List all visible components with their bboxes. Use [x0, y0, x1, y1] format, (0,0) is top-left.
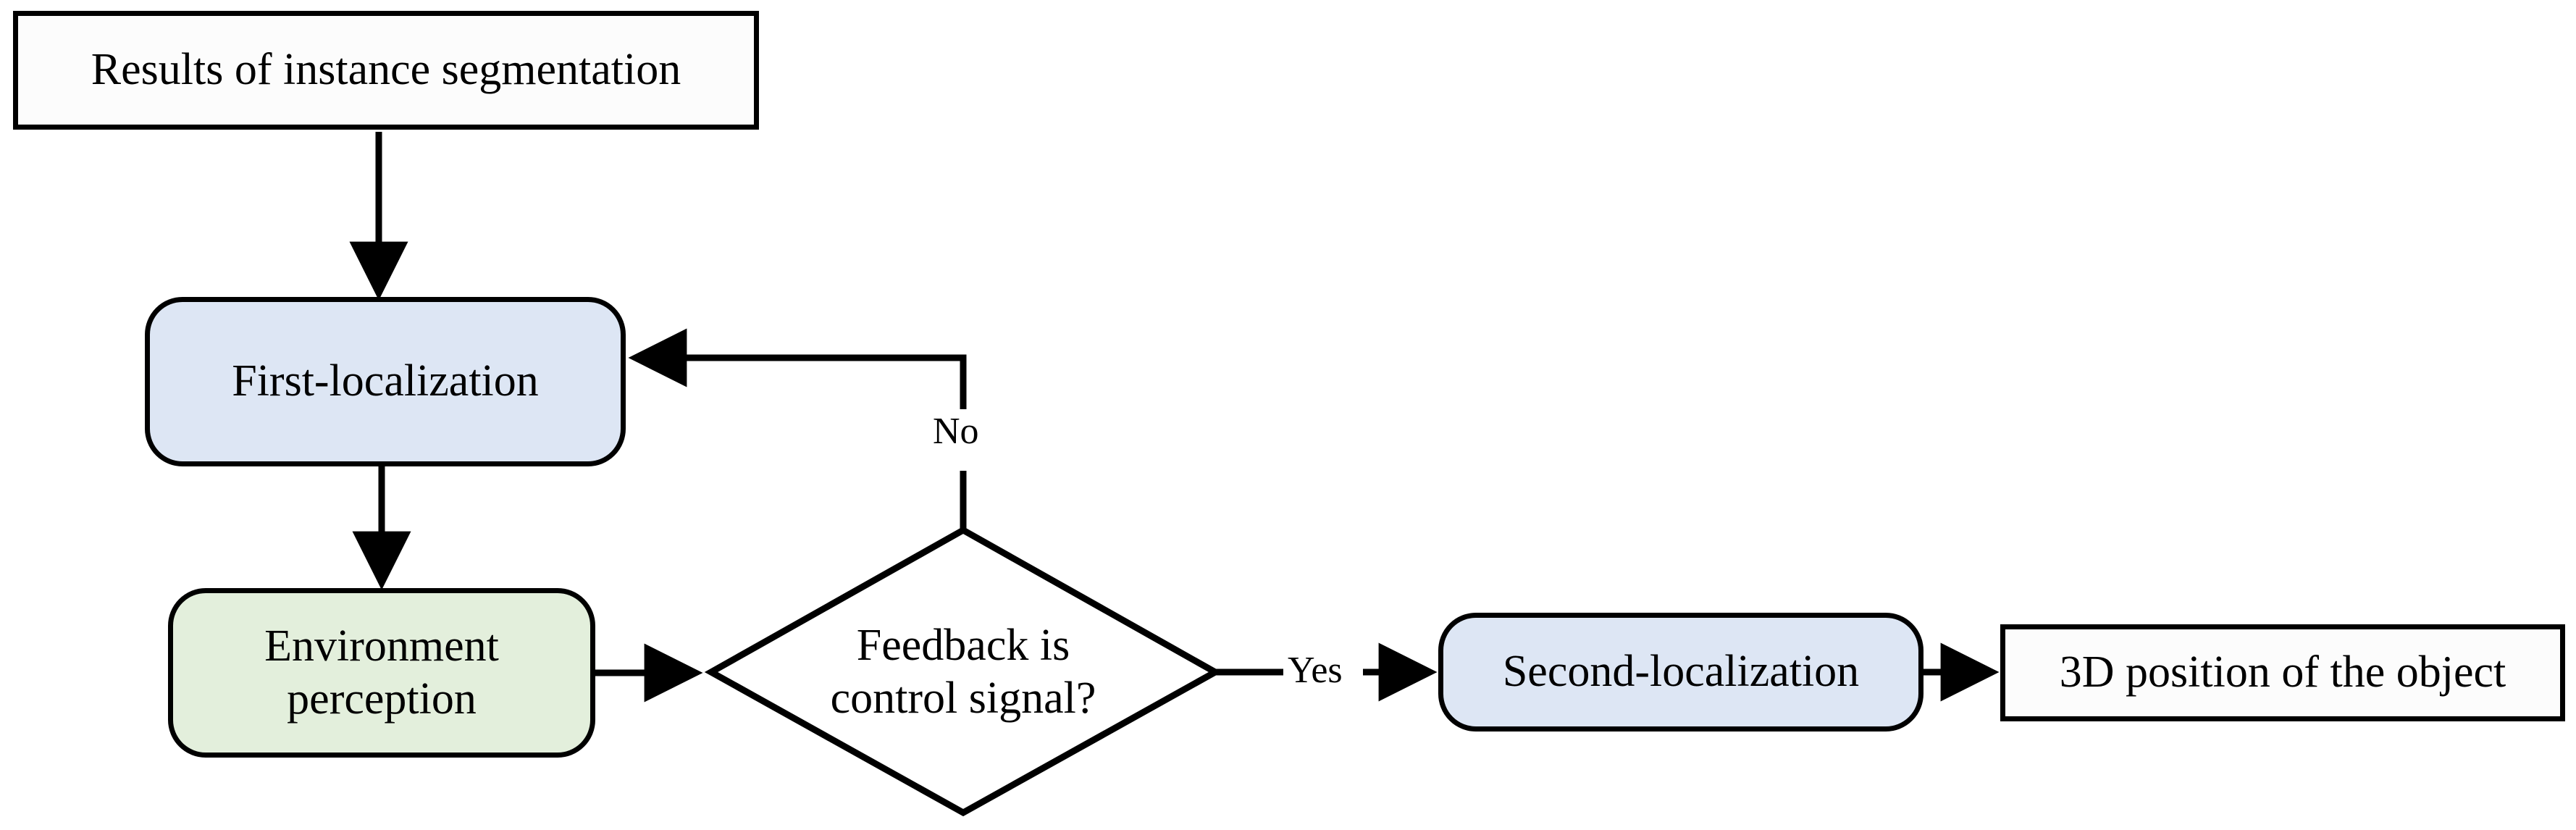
node-second-localization-label: Second-localization — [1502, 647, 1860, 697]
node-first-localization[interactable]: First-localization — [145, 297, 626, 466]
node-3d-position-of-the-object[interactable]: 3D position of the object — [2000, 624, 2565, 721]
node-environment-perception-label: Environment perception — [264, 621, 499, 724]
node-decision-label: Feedback is control signal? — [830, 620, 1096, 723]
node-results-label: Results of instance segmentation — [91, 45, 681, 95]
edge-decision-no-elbow — [628, 328, 967, 409]
node-environment-perception[interactable]: Environment perception — [168, 588, 595, 758]
edge-label-yes: Yes — [1283, 652, 1347, 689]
node-first-localization-label: First-localization — [232, 356, 539, 406]
decision-diamond-shape — [704, 526, 1222, 817]
node-second-localization[interactable]: Second-localization — [1438, 613, 1923, 732]
node-results-of-instance-segmentation[interactable]: Results of instance segmentation — [13, 11, 759, 130]
node-output-label: 3D position of the object — [2059, 647, 2506, 697]
node-decision-feedback-is-control-signal[interactable]: Feedback is control signal? — [753, 579, 1173, 765]
edge-label-no: No — [928, 413, 983, 450]
